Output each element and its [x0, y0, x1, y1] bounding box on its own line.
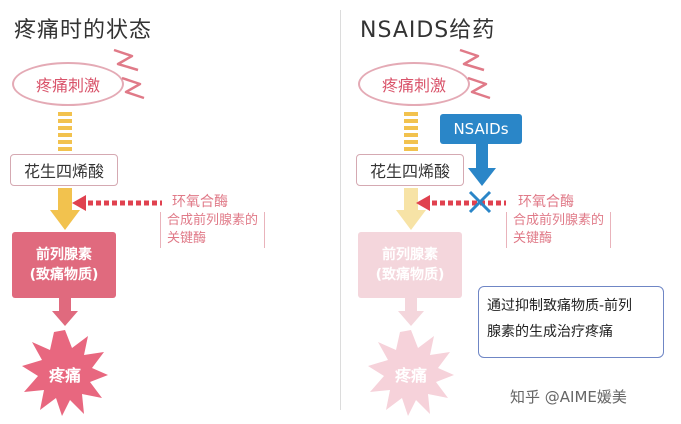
prostaglandin-box: 前列腺素 (致痛物质)	[12, 232, 116, 298]
pale-yellow-arrow-down	[396, 188, 426, 230]
enzyme-note-line2: 关键酶	[167, 231, 207, 246]
panel-divider	[340, 10, 341, 410]
arachidonic-acid-box: 花生四烯酸	[10, 154, 118, 186]
nsaids-box: NSAIDs	[440, 114, 522, 144]
yellow-arrow-stem-top-right	[404, 112, 418, 151]
left-panel-title: 疼痛时的状态	[14, 18, 153, 43]
enzyme-note-right: 合成前列腺素的 关键酶	[506, 212, 612, 248]
pain-stimulus-label-right: 疼痛刺激	[381, 76, 446, 95]
prostaglandin-label-right: 前列腺素	[382, 247, 438, 263]
enzyme-dotted-arrow	[72, 195, 162, 211]
pale-pink-arrow-down	[398, 298, 424, 326]
arachidonic-acid-label-right: 花生四烯酸	[369, 162, 450, 181]
enzyme-note: 合成前列腺素的 关键酶	[160, 212, 266, 248]
enzyme-label: 环氧合酶	[172, 194, 228, 210]
enzyme-note-line1: 合成前列腺素的	[167, 213, 259, 228]
enzyme-note-line1-right: 合成前列腺素的	[513, 213, 605, 228]
enzyme-label-right: 环氧合酶	[518, 194, 574, 210]
yellow-arrow-down	[50, 188, 80, 230]
block-x-icon	[468, 190, 492, 214]
pain-burst: 疼痛	[22, 330, 108, 416]
yellow-arrow-stem-top	[58, 112, 72, 151]
prostaglandin-label: 前列腺素	[36, 247, 92, 263]
watermark: 知乎 @AIME媛美	[510, 388, 627, 406]
pain-label-right: 疼痛	[394, 366, 427, 385]
lightning-icon	[113, 48, 145, 100]
pain-substance-label: (致痛物质)	[29, 267, 99, 283]
pain-burst-shape-right	[368, 330, 454, 416]
right-panel-title: NSAIDS给药	[360, 18, 496, 43]
mechanism-note-box: 通过抑制致痛物质-前列 腺素的生成治疗疼痛	[478, 286, 664, 358]
enzyme-note-line2-right: 关键酶	[513, 231, 553, 246]
prostaglandin-box-right: 前列腺素 (致痛物质)	[358, 232, 462, 298]
pain-burst-right: 疼痛	[368, 330, 454, 416]
pink-arrow-down	[52, 298, 78, 326]
mechanism-note-line1: 通过抑制致痛物质-前列	[487, 298, 633, 314]
pain-stimulus-label: 疼痛刺激	[35, 76, 100, 95]
pain-stimulus-ellipse-right: 疼痛刺激	[358, 62, 470, 106]
arachidonic-acid-label: 花生四烯酸	[23, 162, 104, 181]
blue-arrow-down	[468, 144, 496, 186]
pain-burst-shape	[22, 330, 108, 416]
enzyme-dotted-arrow-right	[416, 195, 506, 211]
nsaids-label: NSAIDs	[453, 120, 509, 138]
mechanism-note-line2: 腺素的生成治疗疼痛	[487, 324, 613, 340]
pain-label: 疼痛	[48, 366, 81, 385]
pain-stimulus-ellipse: 疼痛刺激	[12, 62, 124, 106]
arachidonic-acid-box-right: 花生四烯酸	[356, 154, 464, 186]
pain-substance-label-right: (致痛物质)	[375, 267, 445, 283]
lightning-icon-right	[459, 48, 491, 100]
